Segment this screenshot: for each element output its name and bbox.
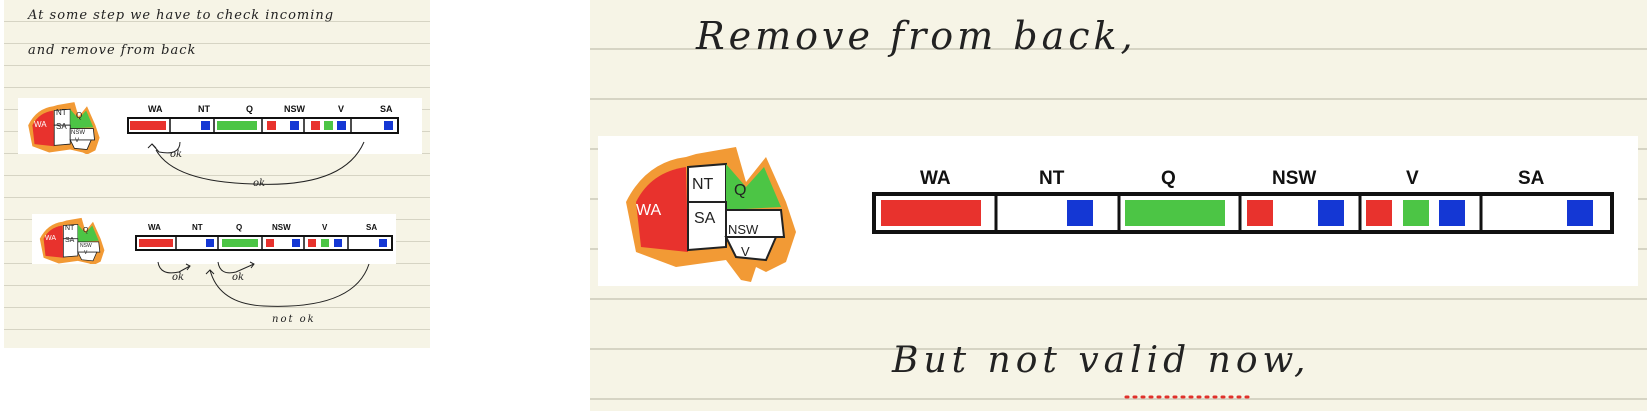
cell2-v-red (308, 239, 316, 247)
header2-nt: NT (192, 223, 203, 232)
map-large-label-nsw: NSW (728, 222, 759, 237)
domain-table-large (872, 192, 1614, 234)
cell-nt-blue (201, 121, 210, 130)
header2-nsw: NSW (272, 223, 291, 232)
map-label-nsw: NSW (71, 130, 85, 136)
cell2-q-green (222, 239, 258, 247)
diagram-card-1: WA NT Q SA NSW V WA NT Q NSW V SA (18, 98, 422, 155)
diagram-card-large: WA NT Q SA NSW V WA NT Q NSW V SA (598, 136, 1638, 286)
arrows-2 (157, 261, 370, 307)
diagram-large-svg: WA NT Q SA NSW V WA NT Q NSW V SA (626, 147, 1614, 282)
map-large-label-v: V (741, 244, 750, 259)
cell-sa-blue (384, 121, 393, 130)
cell-large-sa-blue (1567, 200, 1593, 226)
header2-v: V (322, 223, 328, 232)
map-labels-small: WA NT Q SA NSW V (34, 108, 85, 144)
arrows-1 (147, 141, 365, 185)
cell-v-blue (337, 121, 346, 130)
table-headers-1: WA NT Q NSW V SA (148, 104, 393, 114)
cell2-v-green (321, 239, 329, 247)
map2-label-v: V (84, 250, 88, 256)
cell-nsw-blue (290, 121, 299, 130)
note-line-2: and remove from back (28, 43, 197, 58)
table-headers-2: WA NT Q NSW V SA (148, 223, 377, 232)
red-dotted-underline (1124, 395, 1254, 399)
map-large-label-q: Q (734, 182, 746, 199)
cell2-nsw-red (266, 239, 274, 247)
cell-large-v-green (1403, 200, 1429, 226)
page-heading: Remove from back, (696, 14, 1137, 58)
header-nt: NT (198, 104, 210, 114)
map-label-nt: NT (56, 108, 67, 117)
right-notebook-page: Remove from back, WA NT Q SA NSW V WA (590, 0, 1647, 411)
domain-table-2 (135, 235, 393, 251)
map-labels-large: WA NT Q SA NSW V (636, 176, 759, 259)
domain-table-1 (127, 117, 399, 134)
cell2-nt-blue (206, 239, 214, 247)
arrow-label-5: not ok (272, 314, 316, 325)
australia-map-small (28, 102, 100, 155)
arrow-label-1: ok (170, 149, 183, 160)
page-footer-note: But not valid now, (892, 340, 1311, 381)
note-line-1: At some step we have to check incoming (28, 8, 335, 23)
diagram-2-svg: WA NT Q SA NSW V WA NT Q NSW V SA (39, 217, 393, 266)
cell-large-nsw-blue (1318, 200, 1344, 226)
header2-q: Q (236, 223, 242, 232)
australia-map-small-2 (39, 217, 105, 266)
diagram-card-2: WA NT Q SA NSW V WA NT Q NSW V SA (32, 214, 396, 266)
map-large-label-wa: WA (636, 202, 662, 219)
header-wa: WA (148, 104, 163, 114)
cell-wa-red (130, 121, 166, 130)
left-notebook-page: At some step we have to check incoming a… (4, 0, 430, 348)
cell-large-v-blue (1439, 200, 1465, 226)
header2-wa: WA (148, 223, 161, 232)
cell2-v-blue (334, 239, 342, 247)
header-large-q: Q (1161, 168, 1176, 189)
map-label-v: V (75, 138, 79, 144)
header-large-wa: WA (920, 168, 951, 189)
cell-large-wa-red (881, 200, 981, 226)
cell-nsw-red (267, 121, 276, 130)
map2-label-wa: WA (45, 235, 56, 242)
map-label-wa: WA (34, 120, 47, 129)
header-large-nt: NT (1039, 168, 1065, 189)
map-large-label-sa: SA (694, 210, 716, 227)
header-v: V (338, 104, 344, 114)
map2-label-nt: NT (65, 225, 75, 232)
cell-v-red (311, 121, 320, 130)
cell2-wa-red (139, 239, 173, 247)
map-label-sa: SA (56, 122, 67, 131)
australia-map-large (626, 147, 796, 282)
cell2-nsw-blue (292, 239, 300, 247)
header-large-v: V (1406, 168, 1419, 189)
cell-large-q-green (1125, 200, 1225, 226)
arrow-label-3: ok (172, 272, 185, 283)
map2-label-nsw: NSW (80, 243, 92, 249)
header2-sa: SA (366, 223, 377, 232)
map-labels-small-2: WA NT Q SA NSW V (45, 225, 92, 256)
cell2-sa-blue (379, 239, 387, 247)
map-label-q: Q (76, 111, 82, 120)
cell-large-nt-blue (1067, 200, 1093, 226)
cell-v-green (324, 121, 333, 130)
cell-large-v-red (1366, 200, 1392, 226)
arrow-label-4: ok (232, 272, 245, 283)
table-headers-large: WA NT Q NSW V SA (920, 168, 1545, 189)
header-q: Q (246, 104, 253, 114)
header-large-nsw: NSW (1272, 168, 1316, 189)
map2-label-sa: SA (65, 237, 75, 244)
header-nsw: NSW (284, 104, 306, 114)
header-sa: SA (380, 104, 393, 114)
diagram-1-svg: WA NT Q SA NSW V WA NT Q NSW V SA (28, 102, 399, 155)
map2-label-q: Q (83, 227, 89, 234)
cell-q-green (217, 121, 257, 130)
arrow-label-2: ok (253, 178, 266, 189)
map-large-label-nt: NT (692, 176, 714, 193)
header-large-sa: SA (1518, 168, 1545, 189)
cell-large-nsw-red (1247, 200, 1273, 226)
